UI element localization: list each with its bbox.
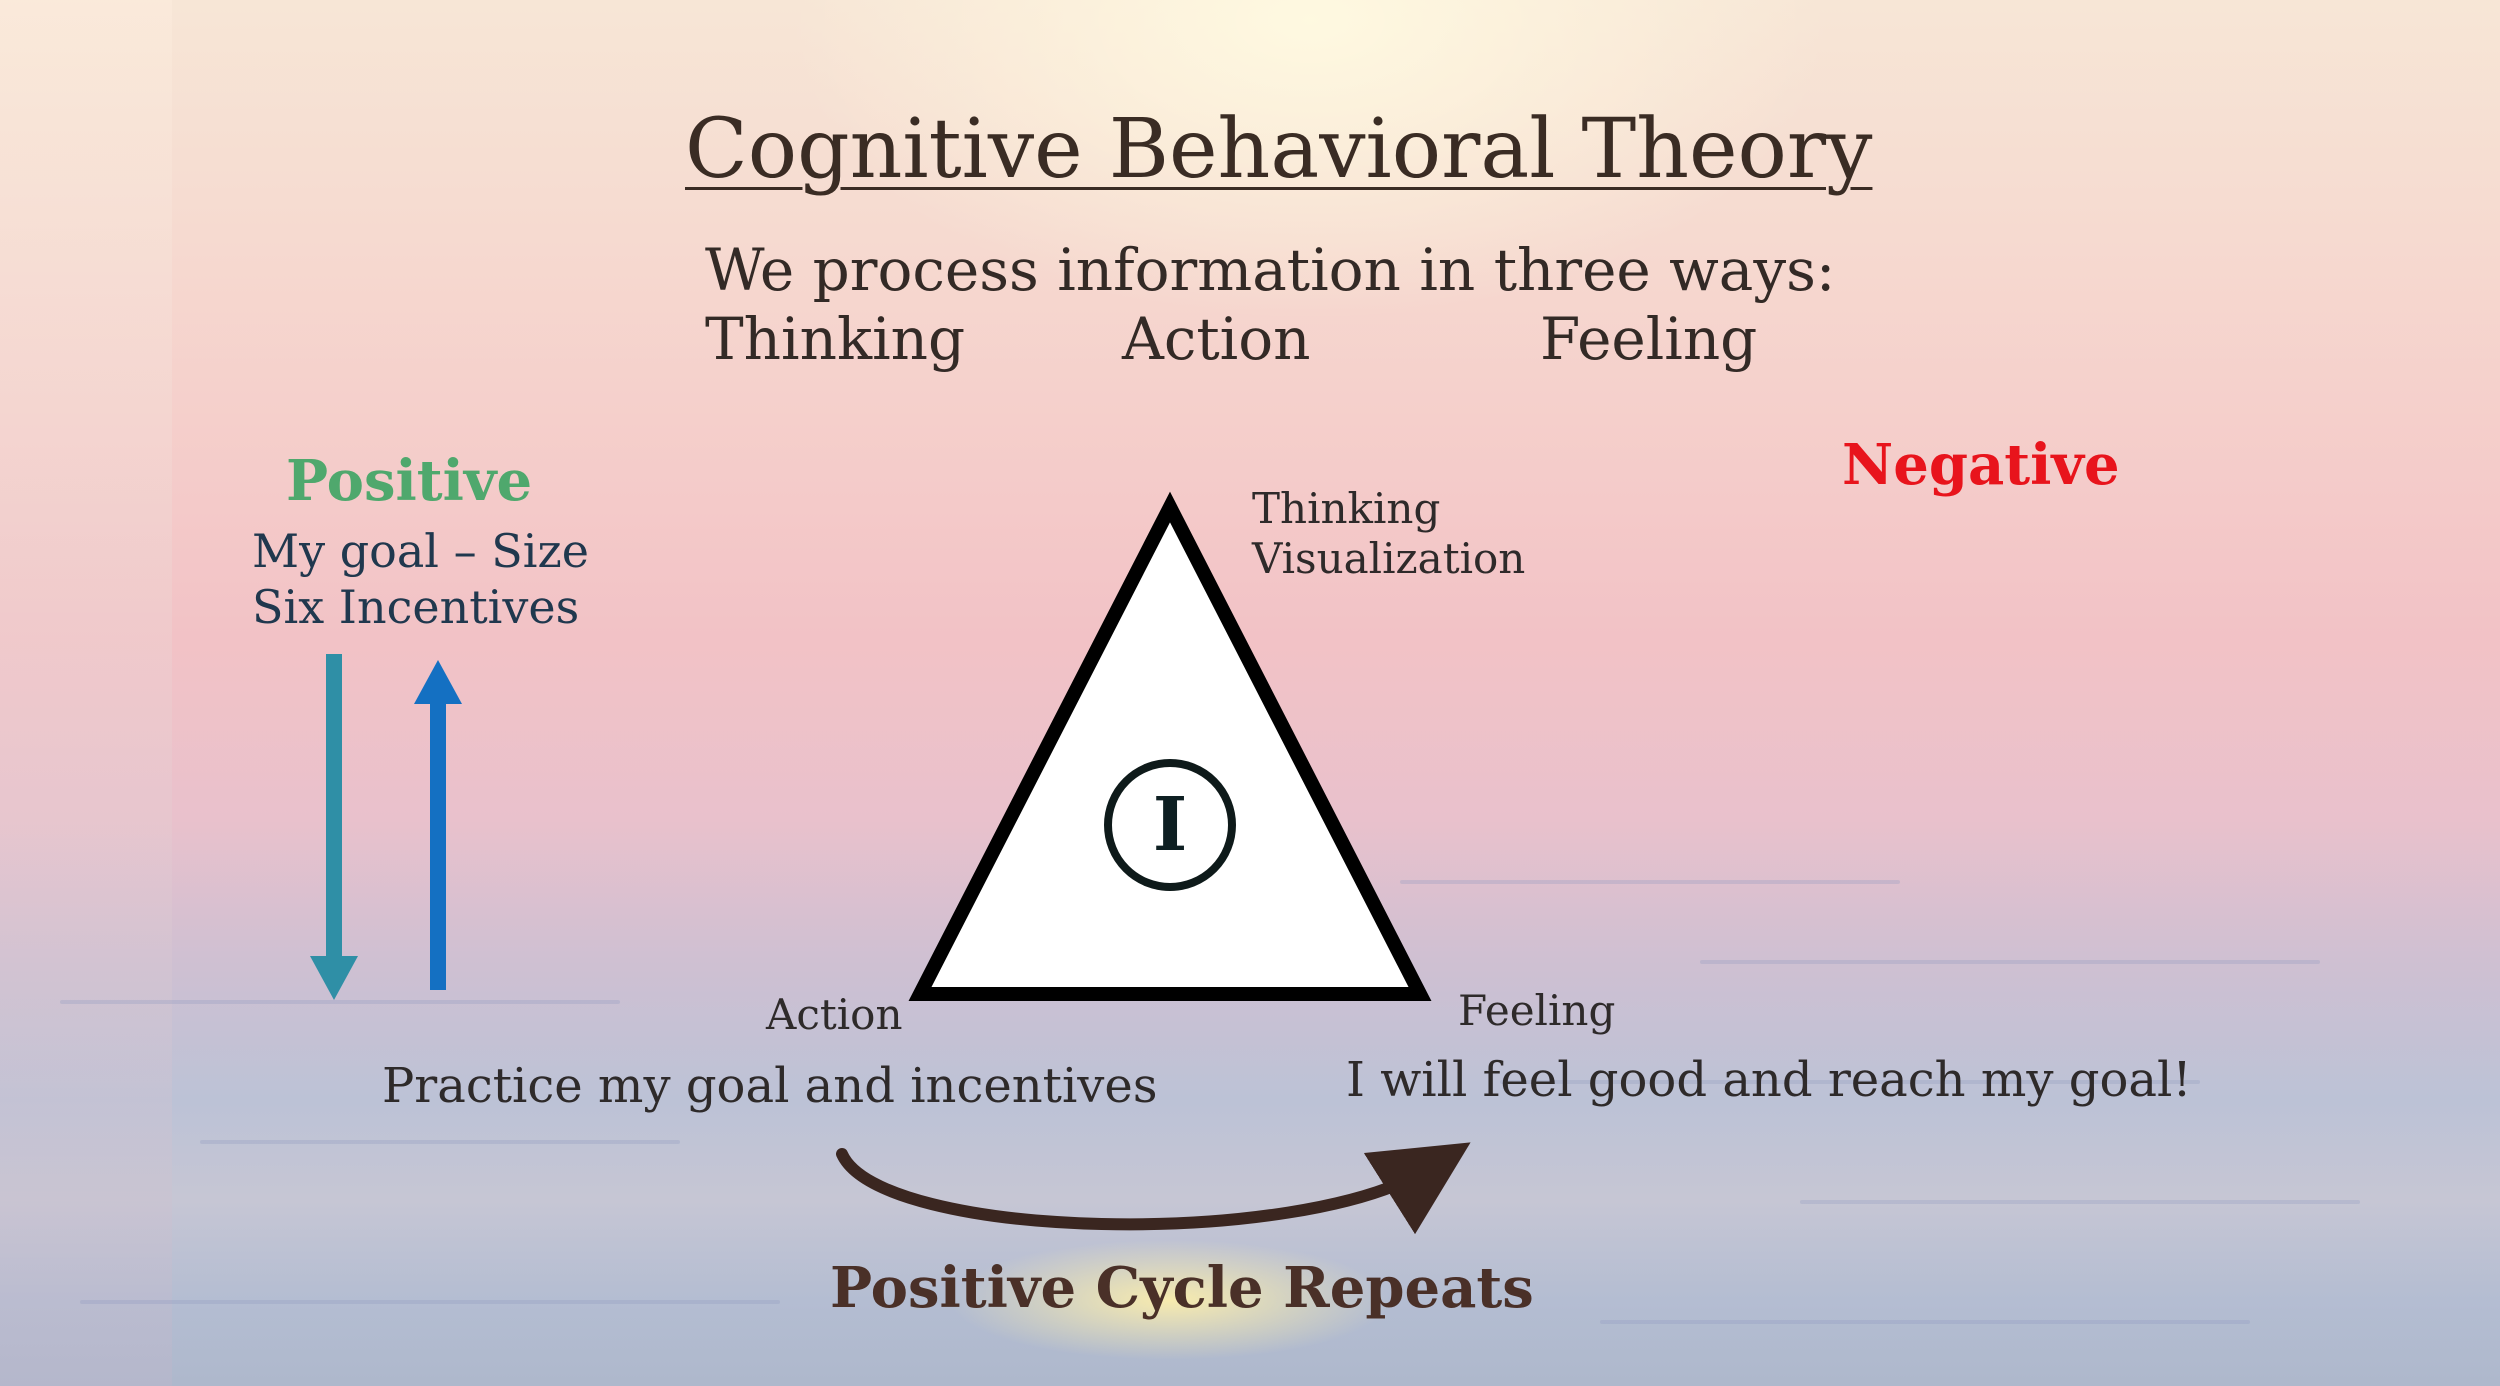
positive-incentives-text: Six Incentives [252,580,580,634]
water-ripple [1700,960,2320,964]
positive-goal-text: My goal – Size [252,524,589,578]
water-ripple [1500,1080,2200,1084]
positive-heading: Positive [286,448,533,514]
water-ripple [80,1300,780,1304]
cycle-arrow-icon [836,1142,1471,1235]
water-ripple [60,1000,620,1004]
cycle-label: Positive Cycle Repeats [830,1255,1534,1321]
up-arrow-icon [414,660,462,990]
slide-title: Cognitive Behavioral Theory [685,102,1873,197]
visualization-label: Visualization [1252,534,1526,583]
action-description: Practice my goal and incentives [382,1058,1158,1114]
feeling-description: I will feel good and reach my goal! [1346,1052,2192,1108]
water-ripple [200,1140,680,1144]
triangle-shape [908,491,1432,1001]
down-arrow-icon [310,654,358,1000]
action-label: Action [766,990,903,1039]
mode-action: Action [1122,305,1311,373]
left-edge-band [0,0,172,1386]
water-ripple [1800,1200,2360,1204]
water-ripple [1600,1320,2250,1324]
negative-heading: Negative [1842,432,2120,498]
self-circle [1104,759,1236,891]
water-ripple [1400,880,1900,884]
mode-feeling: Feeling [1540,305,1758,373]
feeling-label: Feeling [1458,986,1616,1035]
mode-thinking: Thinking [705,305,966,373]
thinking-label: Thinking [1252,484,1441,533]
subtitle: We process information in three ways: [705,236,1836,304]
self-letter: I [1153,782,1188,868]
